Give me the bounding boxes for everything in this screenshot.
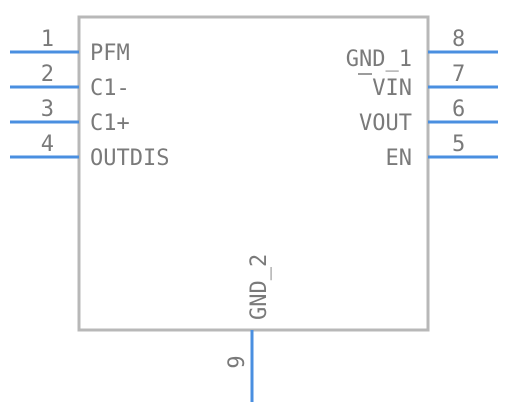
pin-2-number: 2 xyxy=(41,62,54,87)
pin-6-number: 6 xyxy=(452,97,465,122)
pin-9-name: GND_2 xyxy=(247,254,272,320)
pin-7-name: VIN xyxy=(372,76,412,101)
pin-7-number: 7 xyxy=(452,62,465,87)
pin-2-name: C1- xyxy=(90,76,130,101)
pin-5-number: 5 xyxy=(452,132,465,157)
component-body xyxy=(77,15,430,332)
pin-4-name: OUTDIS xyxy=(90,146,169,171)
pin-1-name: PFM xyxy=(90,41,130,66)
pin-5-name: EN xyxy=(386,146,413,171)
pin-4-number: 4 xyxy=(41,132,54,157)
pin-3-number: 3 xyxy=(41,97,54,122)
pin-3-name: C1+ xyxy=(90,111,130,136)
pin-1-number: 1 xyxy=(41,27,54,52)
pin-8-number: 8 xyxy=(452,27,465,52)
pin-9-number: 9 xyxy=(225,355,250,368)
pin-8-name: GND_1 xyxy=(346,47,412,72)
pin-6-name: VOUT xyxy=(359,111,412,136)
